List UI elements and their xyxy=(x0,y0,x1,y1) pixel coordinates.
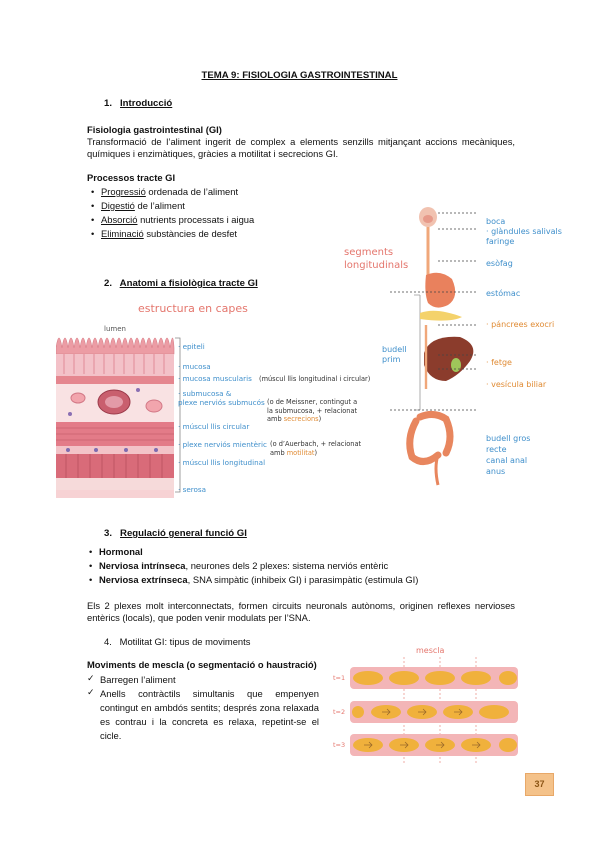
list-item: Nerviosa extrínseca, SNA simpàtic (inhib… xyxy=(87,573,419,587)
tract-label-estomac: estómac xyxy=(486,289,521,298)
item-term: Nerviosa extrínseca xyxy=(99,573,188,585)
definition-title: Fisiologia gastrointestinal (GI) xyxy=(87,124,222,135)
layers-figure: estructura en capes lumen xyxy=(56,298,370,498)
tract-label-canal-anal: canal anal xyxy=(486,456,528,465)
mixing-figure: mescla t=1 t=2 t=3 xyxy=(328,645,528,765)
digestive-tract-illustration xyxy=(406,207,474,486)
label-line: budell xyxy=(382,345,407,354)
note-highlight: motilitat xyxy=(286,448,315,457)
process-term: Digestió xyxy=(101,199,135,211)
list-item: Digestió de l’aliment xyxy=(89,199,254,213)
note-line: amb motilitat) xyxy=(270,449,361,458)
note-line: (o d’Auerbach, + relacionat xyxy=(270,440,362,448)
section-number: 4. xyxy=(104,636,112,647)
section-number: 3. xyxy=(104,528,113,539)
tract-label-recte: recte xyxy=(486,445,507,454)
tract-label-vesicula: · vesícula biliar xyxy=(486,380,547,389)
processes-title: Processos tracte GI xyxy=(87,172,176,183)
mixing-list: Barregen l’aliment Anells contràctils si… xyxy=(87,673,319,744)
note-text: amb xyxy=(270,448,287,457)
definition-text: Transformació de l’aliment ingerit de co… xyxy=(87,136,515,160)
label-line: prim xyxy=(382,354,401,364)
note-line: la submucosa, + relacionat xyxy=(267,406,358,415)
label-line: segments xyxy=(344,247,394,258)
time-label: t=3 xyxy=(333,741,346,749)
note-text: amb xyxy=(267,415,284,424)
tract-label-budell-gros: budell gros xyxy=(486,434,531,443)
budell-prim-label: budell prim xyxy=(382,345,407,364)
list-item: Hormonal xyxy=(87,546,418,559)
section-1-heading: 1. Introducció xyxy=(104,98,172,111)
note-text: ) xyxy=(318,415,322,424)
section-number: 2. xyxy=(104,278,113,289)
tract-label-pancrees: · páncrees exocri xyxy=(486,320,555,329)
list-item: Absorció nutrients processats i aigua xyxy=(89,213,255,227)
section-2-heading: 2. Anatomi a fisiològica tracte GI xyxy=(104,278,258,291)
layers-bracket xyxy=(175,337,181,493)
guide-lines xyxy=(390,212,478,411)
tract-label-faringe: faringe xyxy=(486,237,515,246)
layer-label: · mucosa muscularis xyxy=(178,374,252,383)
process-text: nutrients processats i aigua xyxy=(137,213,255,225)
note-highlight: secrecions xyxy=(283,415,319,424)
tract-figure: segments longitudinals budell prim xyxy=(330,205,570,505)
list-item: Progressió ordenada de l’aliment xyxy=(89,186,254,199)
section-number: 1. xyxy=(104,98,113,109)
layer-note: (múscul llis longitudinal i circular) xyxy=(259,375,371,383)
layer-label: · submucosa & xyxy=(178,389,232,398)
list-item: Anells contràctils simultanis que empeny… xyxy=(87,687,319,743)
layer-label: plexe nerviós submucós xyxy=(178,398,265,407)
section-3-heading: 3. Regulació general funció GI xyxy=(104,528,247,541)
segments-label: segments longitudinals xyxy=(344,247,408,272)
layer-label: · múscul llis circular xyxy=(178,422,250,431)
section-title: Introducció xyxy=(120,98,173,109)
time-label: t=1 xyxy=(333,674,346,682)
tissue-illustration xyxy=(56,337,175,498)
process-term: Absorció xyxy=(101,213,138,225)
section-title: Regulació general funció GI xyxy=(120,528,247,539)
process-text: ordenada de l’aliment xyxy=(145,186,239,197)
label-line: longitudinals xyxy=(344,259,409,271)
page-number: 37 xyxy=(525,773,554,796)
regulation-list: Hormonal Nerviosa intrínseca, neurones d… xyxy=(87,546,418,588)
page-title: TEMA 9: FISIOLOGIA GASTROINTESTINAL xyxy=(201,70,398,81)
note-line: (o de Meissner, contingut a xyxy=(267,398,358,406)
list-item: Barregen l’aliment xyxy=(87,673,319,687)
process-term: Eliminació xyxy=(101,227,144,239)
section-title: Motilitat GI: tipus de moviments xyxy=(119,636,251,647)
item-term: Nerviosa intrínseca xyxy=(99,559,186,571)
auerbach-note: (o d’Auerbach, + relacionat amb motilita… xyxy=(270,440,361,457)
layer-label: · mucosa xyxy=(178,362,211,371)
tract-label-glandules: · glàndules salivals xyxy=(486,227,562,236)
note-line: amb secrecions) xyxy=(267,415,357,424)
item-text: , SNA simpàtic (inhibeix GI) i parasimpà… xyxy=(187,573,419,585)
section-4-heading: 4. Motilitat GI: tipus de moviments xyxy=(104,636,250,648)
list-item: Eliminació substàncies de desfet xyxy=(89,227,254,241)
figure-title: estructura en capes xyxy=(138,302,248,315)
meissner-note: (o de Meissner, contingut a la submucosa… xyxy=(267,398,357,424)
processes-list: Progressió ordenada de l’aliment Digesti… xyxy=(89,186,254,242)
note-text: ) xyxy=(314,448,318,457)
layer-label: · plexe nerviós mientèric xyxy=(178,440,267,449)
list-item: Nerviosa intrínseca, neurones dels 2 ple… xyxy=(87,559,418,573)
process-term: Progressió xyxy=(101,186,146,197)
section-title: Anatomi a fisiològica tracte GI xyxy=(119,278,258,289)
tract-label-esofag: esòfag xyxy=(486,259,513,268)
layer-label: · múscul llis longitudinal xyxy=(178,458,266,467)
layer-label: · serosa xyxy=(178,485,207,494)
mixing-subtitle: Moviments de mescla (o segmentació o hau… xyxy=(87,659,317,670)
mixing-label: mescla xyxy=(416,646,445,655)
tract-label-fetge: · fetge xyxy=(486,358,512,367)
lumen-label: lumen xyxy=(104,325,126,333)
regulation-paragraph: Els 2 plexes molt interconnectats, forme… xyxy=(87,600,515,624)
segmentation-illustration xyxy=(350,657,518,763)
layer-label: · epiteli xyxy=(178,342,205,351)
tract-label-boca: boca xyxy=(486,217,506,226)
time-label: t=2 xyxy=(333,708,346,716)
tract-label-anus: anus xyxy=(486,467,506,476)
item-text: , neurones dels 2 plexes: sistema nervió… xyxy=(185,559,389,571)
process-text: de l’aliment xyxy=(134,199,185,211)
process-text: substàncies de desfet xyxy=(143,227,238,239)
item-term: Hormonal xyxy=(99,546,143,557)
